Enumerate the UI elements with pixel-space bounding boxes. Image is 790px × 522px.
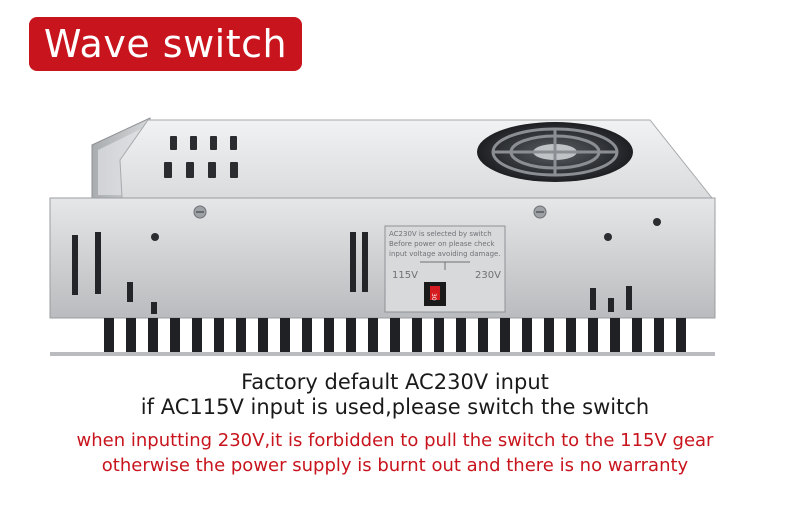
warning-line-2: otherwise the power supply is burnt out … [101,455,689,476]
label-line-2: Before power on please check [389,240,496,248]
front-vents-left [72,232,632,314]
label-line-1: AC230V is selected by switch [389,230,492,238]
caption-default-input: Factory default AC230V input [241,370,549,394]
caption-switch-instruction: if AC115V input is used,please switch th… [140,395,650,419]
switch-label-230v: 230V [475,270,501,281]
label-line-3: input voltage avoiding damage. [389,250,501,258]
page-title: Wave switch [43,22,288,66]
title-badge: Wave switch [29,17,302,71]
switch-marking: 30 [430,293,437,301]
power-supply-photo: AC230V is selected by switch Before powe… [49,117,716,356]
voltage-selector-switch: 30 [424,282,446,306]
chassis-front [49,197,716,319]
screws [151,205,661,241]
top-vents [164,136,238,178]
switch-label-115v: 115V [392,270,418,281]
bottom-vents [104,318,686,356]
cooling-fan [477,122,633,182]
warning-line-1: when inputting 230V,it is forbidden to p… [76,430,714,451]
